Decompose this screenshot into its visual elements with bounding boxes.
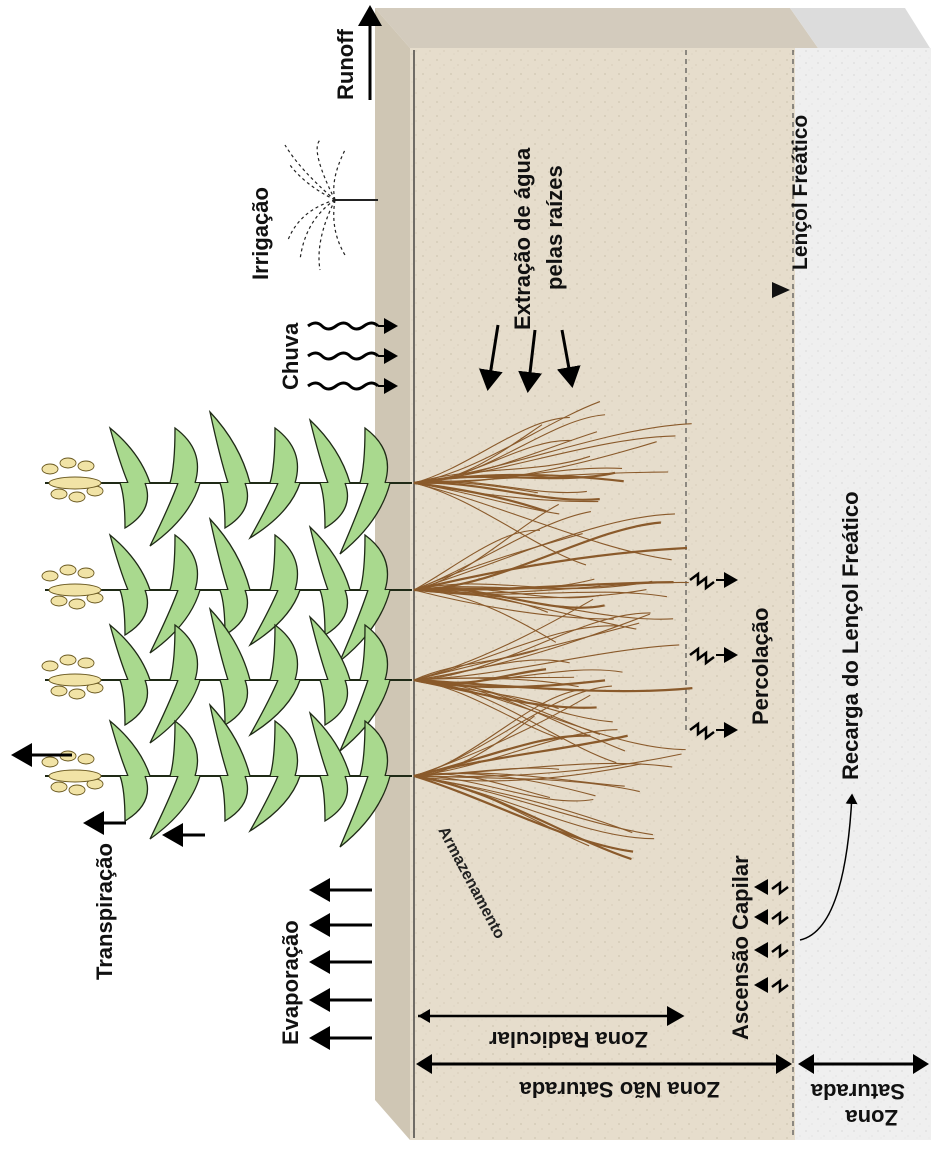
leaf (320, 776, 348, 821)
percolation-label: Percolação (748, 608, 773, 725)
leaf (210, 412, 250, 483)
runoff-group: Runoff (333, 8, 370, 100)
root-extraction-label-line2: pelas raízes (542, 165, 567, 290)
leaf (320, 680, 348, 725)
water-table-label: Lençol Freático (789, 115, 812, 270)
root-extraction-label-line1: Extração de água (510, 147, 535, 330)
leaf (250, 776, 300, 831)
leaf (120, 483, 148, 528)
capillary-rise-label: Ascensão Capilar (728, 855, 753, 1040)
leaf (220, 776, 248, 821)
leaf (320, 590, 348, 635)
maize-plants (42, 412, 412, 847)
tassel-icon (42, 565, 103, 609)
leaf (110, 625, 150, 680)
root-zone-label: Zona Radicular (489, 1027, 648, 1052)
leaf (120, 776, 148, 821)
leaf (310, 420, 350, 483)
leaf (110, 535, 150, 590)
transpiration-label: Transpiração (92, 843, 117, 980)
leaf (220, 483, 248, 528)
leaf (270, 535, 298, 590)
leaf (120, 590, 148, 635)
leaf (270, 428, 298, 483)
leaf (270, 721, 298, 776)
leaf (220, 680, 248, 725)
irrigation-group: Irrigação (248, 140, 378, 280)
saturated-zone-label-line1: Zona (845, 1105, 898, 1130)
leaf (250, 483, 300, 538)
leaf (110, 721, 150, 776)
rain-label: Chuva (278, 322, 303, 390)
irrigation-label: Irrigação (248, 187, 273, 280)
maize-plant (42, 412, 412, 554)
recharge-label: Recarga do Lençol Freático (838, 491, 863, 780)
tassel-icon (42, 655, 103, 699)
leaf (170, 428, 198, 483)
saturated-zone-label-line2: Saturada (810, 1079, 905, 1104)
leaf (120, 680, 148, 725)
leaf (270, 625, 298, 680)
leaf (170, 721, 198, 776)
evaporation-label: Evaporação (278, 920, 303, 1045)
sprinkler-spray-icon (285, 140, 345, 270)
rain-wave-icon (308, 323, 378, 389)
leaf (170, 535, 198, 590)
leaf (150, 776, 200, 839)
leaf (320, 483, 348, 528)
runoff-label: Runoff (333, 28, 358, 100)
leaf (310, 527, 350, 590)
tassel-icon (42, 751, 103, 795)
leaf (210, 519, 250, 590)
unsaturated-zone-label: Zona Não Saturada (519, 1077, 720, 1102)
leaf (110, 428, 150, 483)
tassel-icon (42, 458, 103, 502)
soil-top-face (375, 8, 818, 48)
evaporation-group: Evaporação (278, 890, 372, 1045)
